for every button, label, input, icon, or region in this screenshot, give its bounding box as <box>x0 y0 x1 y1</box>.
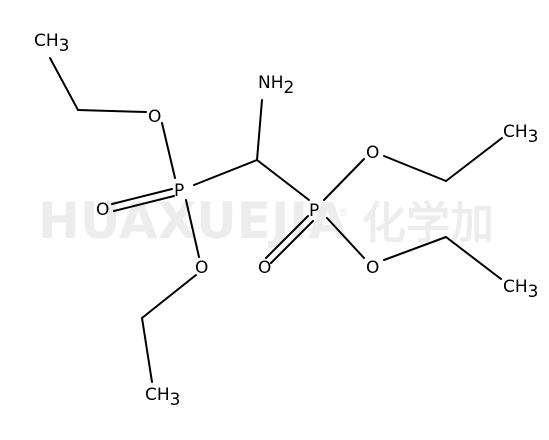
atom-o-double-right: O <box>258 258 271 278</box>
bond-p-o-double-right-b <box>270 220 314 264</box>
atom-p-right: P <box>309 201 319 221</box>
watermark-registered-mark: ® <box>338 206 349 219</box>
atom-o-upper-left: O <box>148 107 161 127</box>
bond-p-o-lower-right <box>326 217 365 259</box>
atom-ch3-upper-right: CH3 <box>503 122 538 147</box>
watermark: HUAXUEJIA ® 化学加 <box>38 192 494 250</box>
atom-ch3-top-left: CH3 <box>34 31 69 56</box>
bond-ch2-ch3-lower-left <box>141 317 153 383</box>
bond-o-ch2-upper-right <box>383 155 447 182</box>
bond-o-p-upper-left <box>161 122 176 179</box>
bond-c-p-right <box>256 159 310 201</box>
bond-p-o-double-left-a <box>111 188 173 205</box>
atom-ch3-lower-right: CH3 <box>503 277 538 302</box>
bond-o-ch2-lower-right <box>383 236 447 261</box>
bond-c-n <box>256 99 263 161</box>
bond-ch2-ch3-lower-right <box>445 236 502 280</box>
atom-o-double-left: O <box>96 200 109 220</box>
atom-ch3-bottom-left: CH3 <box>145 385 180 410</box>
atom-o-lower-right: O <box>366 258 379 278</box>
bond-ch3-ch2-upper-left <box>49 57 79 111</box>
atom-nh2: NH2 <box>258 73 294 98</box>
atom-o-upper-right: O <box>366 143 379 163</box>
bond-p-c-left <box>193 159 258 186</box>
watermark-cn-text: 化学加 <box>362 198 494 249</box>
bonds <box>49 57 503 383</box>
bond-p-o-double-right-a <box>265 215 309 259</box>
bond-ch2-ch3-upper-right <box>445 137 503 182</box>
bond-ch2-o-upper-left <box>77 109 147 113</box>
bond-p-o-lower-left <box>185 199 200 258</box>
bond-o-ch2-lower-left <box>141 274 197 319</box>
atoms: CH3 O P O O CH3 NH2 P O O CH3 O CH3 <box>34 31 538 410</box>
atom-o-lower-left: O <box>195 258 208 278</box>
bond-p-o-upper-right <box>323 158 365 201</box>
watermark-text: HUAXUEJIA <box>38 192 347 250</box>
atom-p-left: P <box>174 181 184 201</box>
bond-p-o-double-left-b <box>113 195 175 212</box>
